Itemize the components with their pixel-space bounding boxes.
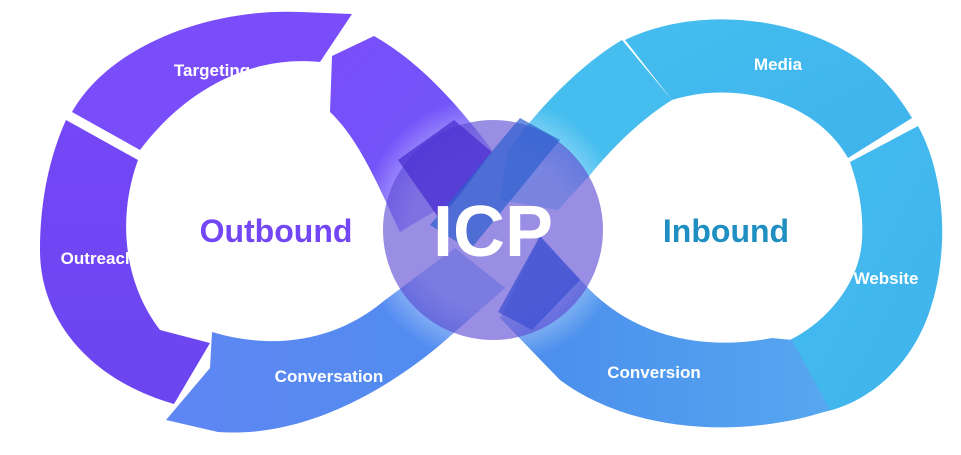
segment-targeting [72,11,352,150]
segment-website [790,126,943,412]
segment-label-media: Media [754,55,803,74]
segment-label-targeting: Targeting [174,61,250,80]
center-band-inbound [430,118,560,250]
outbound-label: Outbound [200,213,353,249]
segment-label-outreach: Outreach [61,249,136,268]
center-band-outbound [398,120,492,220]
segment-outreach [40,120,210,404]
segment-label-conversion: Conversion [607,363,701,382]
center-band-conversion [498,236,580,330]
segment-label-website: Website [854,269,919,288]
center-label: ICP [433,192,553,272]
inbound-label: Inbound [663,213,789,249]
segment-label-conversation: Conversation [275,367,384,386]
segment-media [625,19,912,158]
